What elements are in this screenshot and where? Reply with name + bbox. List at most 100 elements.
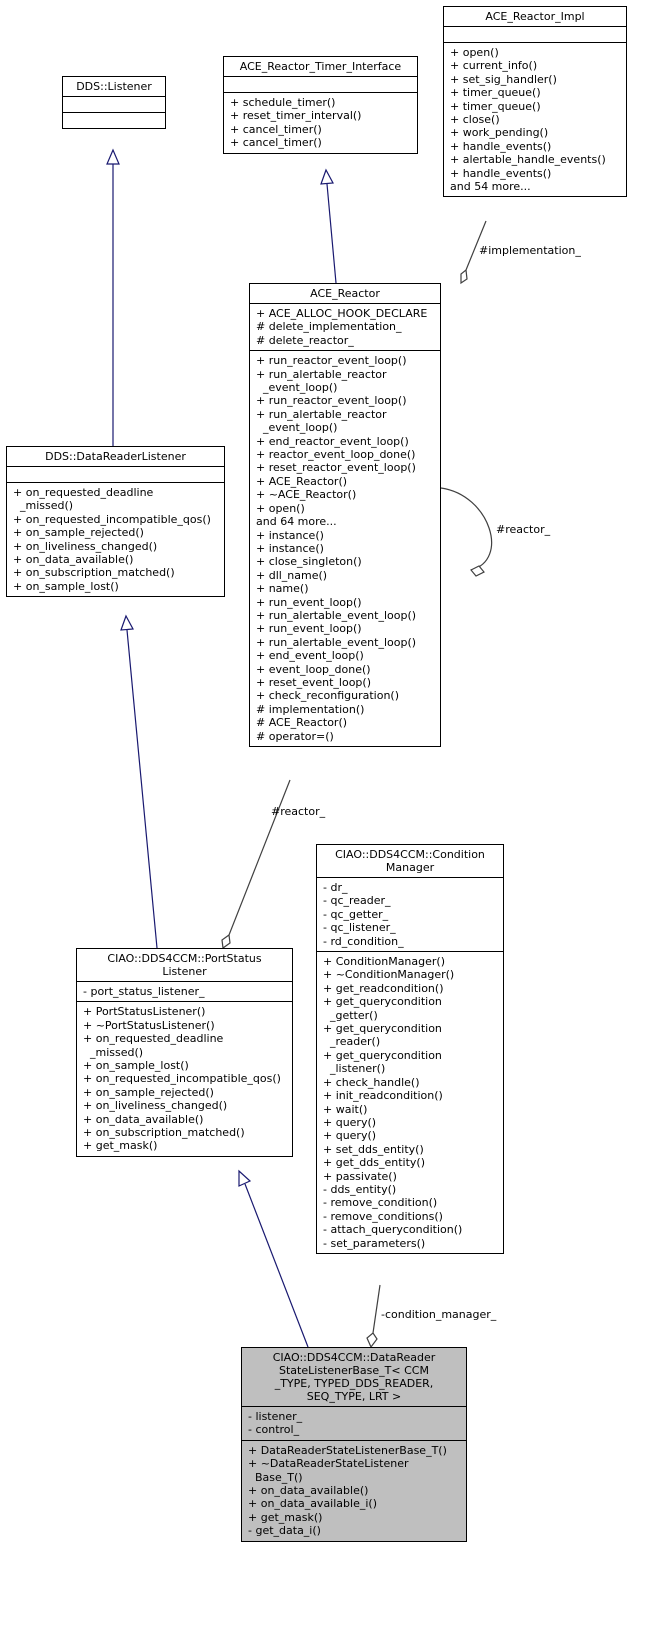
- method-item: # implementation(): [256, 702, 365, 716]
- method-item: + work_pending(): [450, 126, 549, 140]
- inheritance-edge-base-portstatus: [244, 1183, 309, 1348]
- method-item: + alertable_handle_events(): [450, 153, 606, 167]
- method-item: + DataReaderStateListenerBase_T(): [248, 1443, 447, 1457]
- class-attributes: [444, 26, 626, 42]
- method-item: + PortStatusListener(): [83, 1005, 206, 1019]
- method-item: + instance(): [256, 528, 324, 542]
- method-item: + cancel_timer(): [230, 122, 322, 136]
- class-ace-reactor[interactable]: ACE_Reactor + ACE_ALLOC_HOOK_DECLARE# del…: [249, 283, 441, 747]
- method-item: + on_sample_lost(): [83, 1059, 189, 1073]
- association-edge-condition-manager: [372, 1284, 381, 1334]
- class-methods: + open()+ current_info()+ set_sig_handle…: [444, 42, 626, 196]
- method-item: - attach_querycondition(): [323, 1223, 463, 1237]
- method-item: + check_reconfiguration(): [256, 689, 400, 703]
- class-dds-listener[interactable]: DDS::Listener: [62, 76, 166, 129]
- class-methods: + schedule_timer()+ reset_timer_interval…: [224, 92, 417, 153]
- method-item: # ACE_Reactor(): [256, 716, 348, 730]
- association-edge-reactor: [228, 779, 291, 936]
- method-item: _missed(): [83, 1045, 144, 1059]
- method-item: + on_subscription_matched(): [13, 566, 175, 580]
- method-item: + run_reactor_event_loop(): [256, 394, 407, 408]
- edge-label-condition-manager: -condition_manager_: [381, 1308, 497, 1321]
- method-item: + close_singleton(): [256, 555, 362, 569]
- method-item: + cancel_timer(): [230, 136, 322, 150]
- method-item: - set_parameters(): [323, 1236, 426, 1250]
- attribute-item: - qc_reader_: [323, 894, 391, 908]
- aggregation-diamond: [460, 268, 468, 285]
- edge-label-implementation: #implementation_: [479, 244, 581, 257]
- method-item: + ACE_Reactor(): [256, 474, 348, 488]
- method-item: + on_requested_incompatible_qos(): [83, 1072, 281, 1086]
- association-edge-implementation: [465, 220, 487, 271]
- class-methods: [63, 112, 165, 128]
- class-title-line: DDS::Listener: [76, 80, 152, 93]
- aggregation-diamond: [221, 933, 231, 950]
- method-item: + run_alertable_event_loop(): [256, 608, 417, 622]
- method-item: + ~PortStatusListener(): [83, 1018, 215, 1032]
- method-item: + end_reactor_event_loop(): [256, 434, 409, 448]
- aggregation-diamond: [366, 1332, 378, 1349]
- method-item: and 54 more...: [450, 180, 531, 194]
- method-item: + reset_event_loop(): [256, 675, 371, 689]
- method-item: + open(): [256, 501, 305, 515]
- method-item: # operator=(): [256, 729, 334, 743]
- method-item: + get_dds_entity(): [323, 1156, 425, 1170]
- class-title: ACE_Reactor_Impl: [444, 7, 626, 26]
- method-item: + on_data_available(): [13, 553, 134, 567]
- method-item: + name(): [256, 582, 309, 596]
- method-item: + set_sig_handler(): [450, 72, 557, 86]
- method-item: + get_mask(): [83, 1139, 158, 1153]
- method-item: - dds_entity(): [323, 1182, 397, 1196]
- class-ace-reactor-impl[interactable]: ACE_Reactor_Impl + open()+ current_info()…: [443, 6, 627, 198]
- class-attributes: - dr_- qc_reader_- qc_getter_- qc_listen…: [317, 877, 503, 951]
- method-item: + passivate(): [323, 1169, 397, 1183]
- method-item: + end_event_loop(): [256, 649, 364, 663]
- class-methods: + PortStatusListener()+ ~PortStatusListe…: [77, 1001, 292, 1155]
- class-dds-datareaderlistener[interactable]: DDS::DataReaderListener+ on_requested_de…: [6, 446, 225, 598]
- class-title-line: SEQ_TYPE, LRT >: [306, 1390, 402, 1403]
- method-item: + ConditionManager(): [323, 955, 446, 969]
- method-item: + on_sample_rejected(): [83, 1085, 214, 1099]
- method-item: + on_data_available(): [248, 1484, 369, 1498]
- method-item: + run_event_loop(): [256, 622, 362, 636]
- method-item: _missed(): [13, 499, 74, 513]
- class-title-line: StateListenerBase_T< CCM: [279, 1364, 429, 1377]
- attribute-item: - qc_listener_: [323, 921, 396, 935]
- inheritance-arrowhead: [238, 1169, 252, 1187]
- method-item: + get_mask(): [248, 1510, 323, 1524]
- class-attributes: + ACE_ALLOC_HOOK_DECLARE# delete_impleme…: [250, 303, 440, 350]
- attribute-item: - qc_getter_: [323, 907, 389, 921]
- method-item: + reset_timer_interval(): [230, 109, 362, 123]
- method-item: + get_querycondition: [323, 995, 442, 1009]
- method-item: + event_loop_done(): [256, 662, 371, 676]
- attribute-item: - rd_condition_: [323, 934, 404, 948]
- method-item: + run_alertable_event_loop(): [256, 635, 417, 649]
- class-attributes: [63, 96, 165, 112]
- class-title-line: _TYPE, TYPED_DDS_READER,: [274, 1377, 434, 1390]
- class-ace-reactor-timer-interface[interactable]: ACE_Reactor_Timer_Interface+ schedule_ti…: [223, 56, 418, 154]
- method-item: + query(): [323, 1115, 377, 1129]
- class-attributes: [7, 466, 224, 482]
- class-title-line: ACE_Reactor_Impl: [485, 10, 585, 23]
- method-item: + on_requested_deadline: [13, 486, 154, 499]
- attribute-item: # delete_implementation_: [256, 320, 402, 334]
- method-item: + run_alertable_reactor: [256, 407, 387, 421]
- method-item: + on_requested_incompatible_qos(): [13, 512, 211, 526]
- method-item: + instance(): [256, 541, 324, 555]
- method-item: + close(): [450, 113, 500, 127]
- method-item: + wait(): [323, 1102, 368, 1116]
- attribute-item: - control_: [248, 1423, 300, 1437]
- method-item: + get_readcondition(): [323, 981, 444, 995]
- method-item: - remove_conditions(): [323, 1209, 443, 1223]
- method-item: + handle_events(): [450, 166, 552, 180]
- method-item: + current_info(): [450, 59, 538, 73]
- class-title-line: ACE_Reactor: [310, 287, 380, 300]
- class-title-line: DDS::DataReaderListener: [45, 450, 186, 463]
- method-item: + on_liveliness_changed(): [83, 1099, 228, 1113]
- method-item: + get_querycondition: [323, 1022, 442, 1036]
- method-item: + timer_queue(): [450, 99, 541, 113]
- edge-label-reactor: #reactor_: [271, 805, 326, 818]
